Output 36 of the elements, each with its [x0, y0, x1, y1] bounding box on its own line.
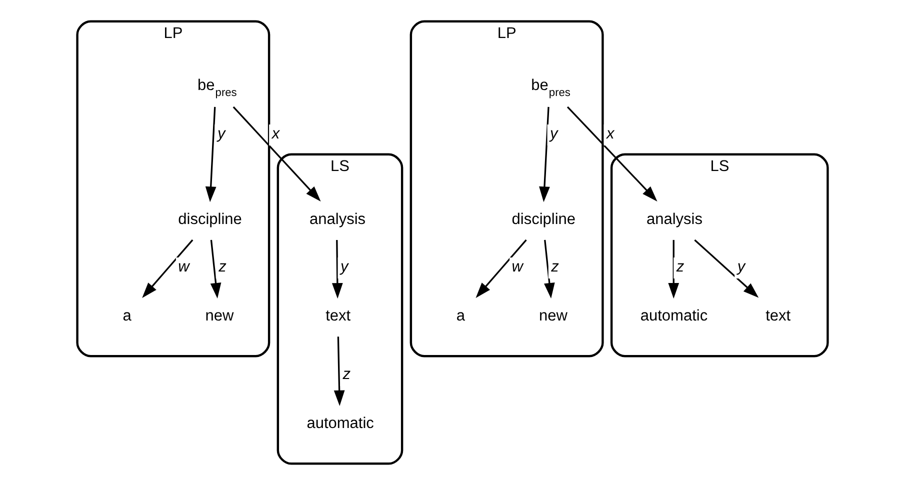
- arrow: [205, 106, 216, 202]
- edge-label: x: [272, 126, 280, 143]
- node-text: new: [205, 307, 234, 324]
- node-text: a: [456, 307, 466, 324]
- node-text: text: [326, 307, 351, 324]
- node-text: text: [766, 307, 791, 324]
- edge-label: y: [737, 258, 746, 276]
- edge-label: w: [512, 258, 524, 276]
- arrow: [566, 106, 658, 202]
- arrow: [210, 240, 222, 299]
- edge-label: y: [218, 126, 226, 143]
- node-text: be$_{pres}$: [531, 76, 570, 99]
- arrow: [668, 240, 680, 299]
- arrow: [694, 239, 759, 298]
- arrow: [332, 240, 343, 299]
- node-text: automatic: [306, 414, 374, 432]
- arrow: [544, 240, 555, 299]
- edge-label: z: [218, 258, 226, 276]
- edge-label: z: [342, 366, 351, 384]
- node-text: analysis: [310, 210, 366, 228]
- node-text: new: [538, 307, 568, 324]
- arrow: [232, 106, 321, 202]
- node-text: a: [122, 307, 132, 324]
- node-text: be$_{pres}$: [198, 76, 237, 99]
- arrow: [334, 336, 345, 406]
- node-text: automatic: [640, 307, 708, 324]
- node-text: discipline: [512, 210, 576, 228]
- node-text: discipline: [178, 210, 242, 228]
- edge-label: y: [340, 258, 348, 276]
- node-text: analysis: [646, 210, 702, 228]
- edge-label: z: [551, 258, 559, 276]
- edge-label: z: [676, 258, 684, 276]
- edge-label: y: [550, 126, 558, 143]
- arrow: [539, 106, 550, 202]
- edge-label: x: [606, 126, 614, 143]
- edge-label: w: [178, 258, 190, 276]
